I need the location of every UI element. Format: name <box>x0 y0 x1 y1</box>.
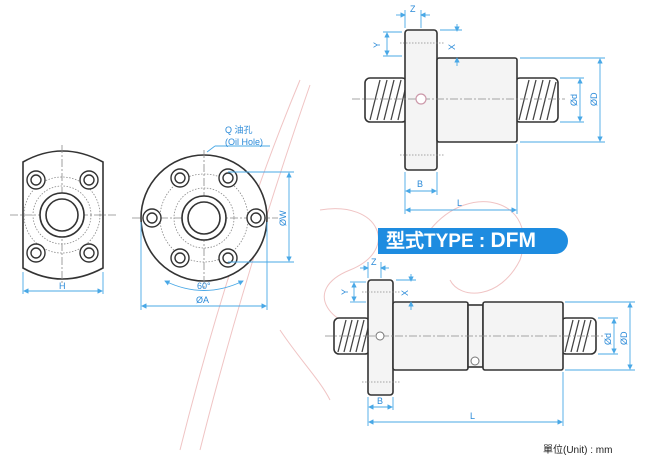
oil-hole-label-cn: Q 油孔 <box>225 124 253 135</box>
dim-h-label: H <box>59 281 66 291</box>
flange-round-view: Q 油孔 (Oil Hole) ØW 60° ØA <box>132 124 294 310</box>
dim-y-label: Y <box>372 42 382 48</box>
dim-z-label: Z <box>410 4 416 14</box>
dim-b-label-2: B <box>377 396 383 406</box>
type-banner-model: DFM <box>490 229 537 252</box>
dim-b-label: B <box>417 179 423 189</box>
type-banner: 型式TYPE : DFM <box>378 228 568 254</box>
dim-z-label-2: Z <box>371 257 377 267</box>
dim-angle-label: 60° <box>197 281 211 291</box>
dim-phi-D-label-2: ØD <box>619 331 629 345</box>
dim-phi-d-label: Ød <box>569 94 579 106</box>
single-nut-side-view: Z Y X ØD Ød B L <box>352 4 605 214</box>
type-banner-prefix: 型式TYPE : <box>386 231 491 252</box>
dim-y-label-2: Y <box>340 289 350 295</box>
dfm-nut-side-view: Z Y X ØD Ød B L <box>325 257 635 426</box>
oil-hole-label-en: (Oil Hole) <box>225 137 263 147</box>
dim-phi-d-label-2: Ød <box>603 333 613 345</box>
dim-phi-D-label: ØD <box>589 92 599 106</box>
dim-l-label: L <box>457 198 462 208</box>
dim-x-label-2: X <box>400 290 410 296</box>
unit-label: 單位(Unit) : mm <box>543 445 613 455</box>
dim-x-label: X <box>447 44 457 50</box>
dim-phi-w-label: ØW <box>278 210 288 226</box>
dim-l-label-2: L <box>470 411 475 421</box>
dim-phi-a-label: ØA <box>196 295 209 305</box>
flange-cut-view: H <box>10 145 118 294</box>
